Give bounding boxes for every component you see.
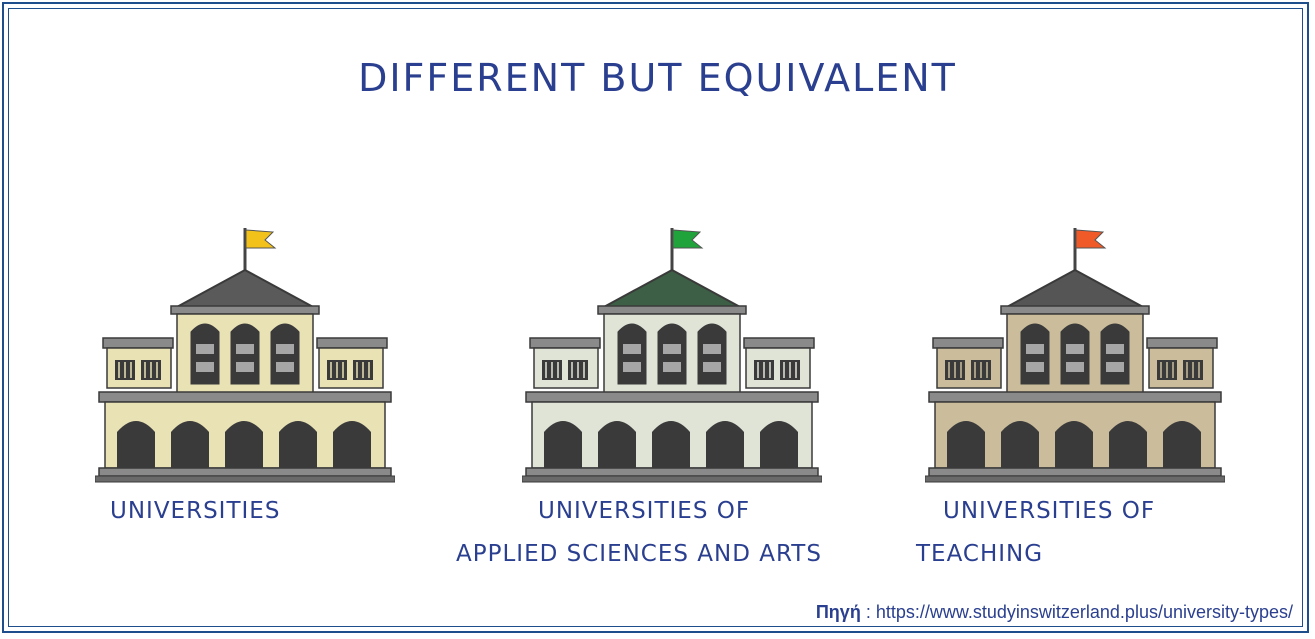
label-teaching-line2: TEACHING [916, 541, 1044, 567]
label-teaching-line1: UNIVERSITIES OF [943, 498, 1156, 524]
source-url[interactable]: https://www.studyinswitzerland.plus/univ… [875, 602, 1293, 622]
source-label: Πηγή [815, 602, 861, 622]
label-applied-sciences-line1: UNIVERSITIES OF [538, 498, 751, 524]
source-citation: Πηγή : https://www.studyinswitzerland.pl… [816, 602, 1293, 623]
label-applied-sciences-line2: APPLIED SCIENCES AND ARTS [456, 541, 822, 567]
university-building-icon [925, 228, 1225, 483]
university-building-icon [95, 228, 395, 483]
label-universities: UNIVERSITIES [110, 498, 281, 524]
inner-border [8, 8, 1303, 627]
university-building-icon [522, 228, 822, 483]
page-title: DIFFERENT BUT EQUIVALENT [358, 56, 957, 100]
source-separator: : [860, 602, 876, 622]
